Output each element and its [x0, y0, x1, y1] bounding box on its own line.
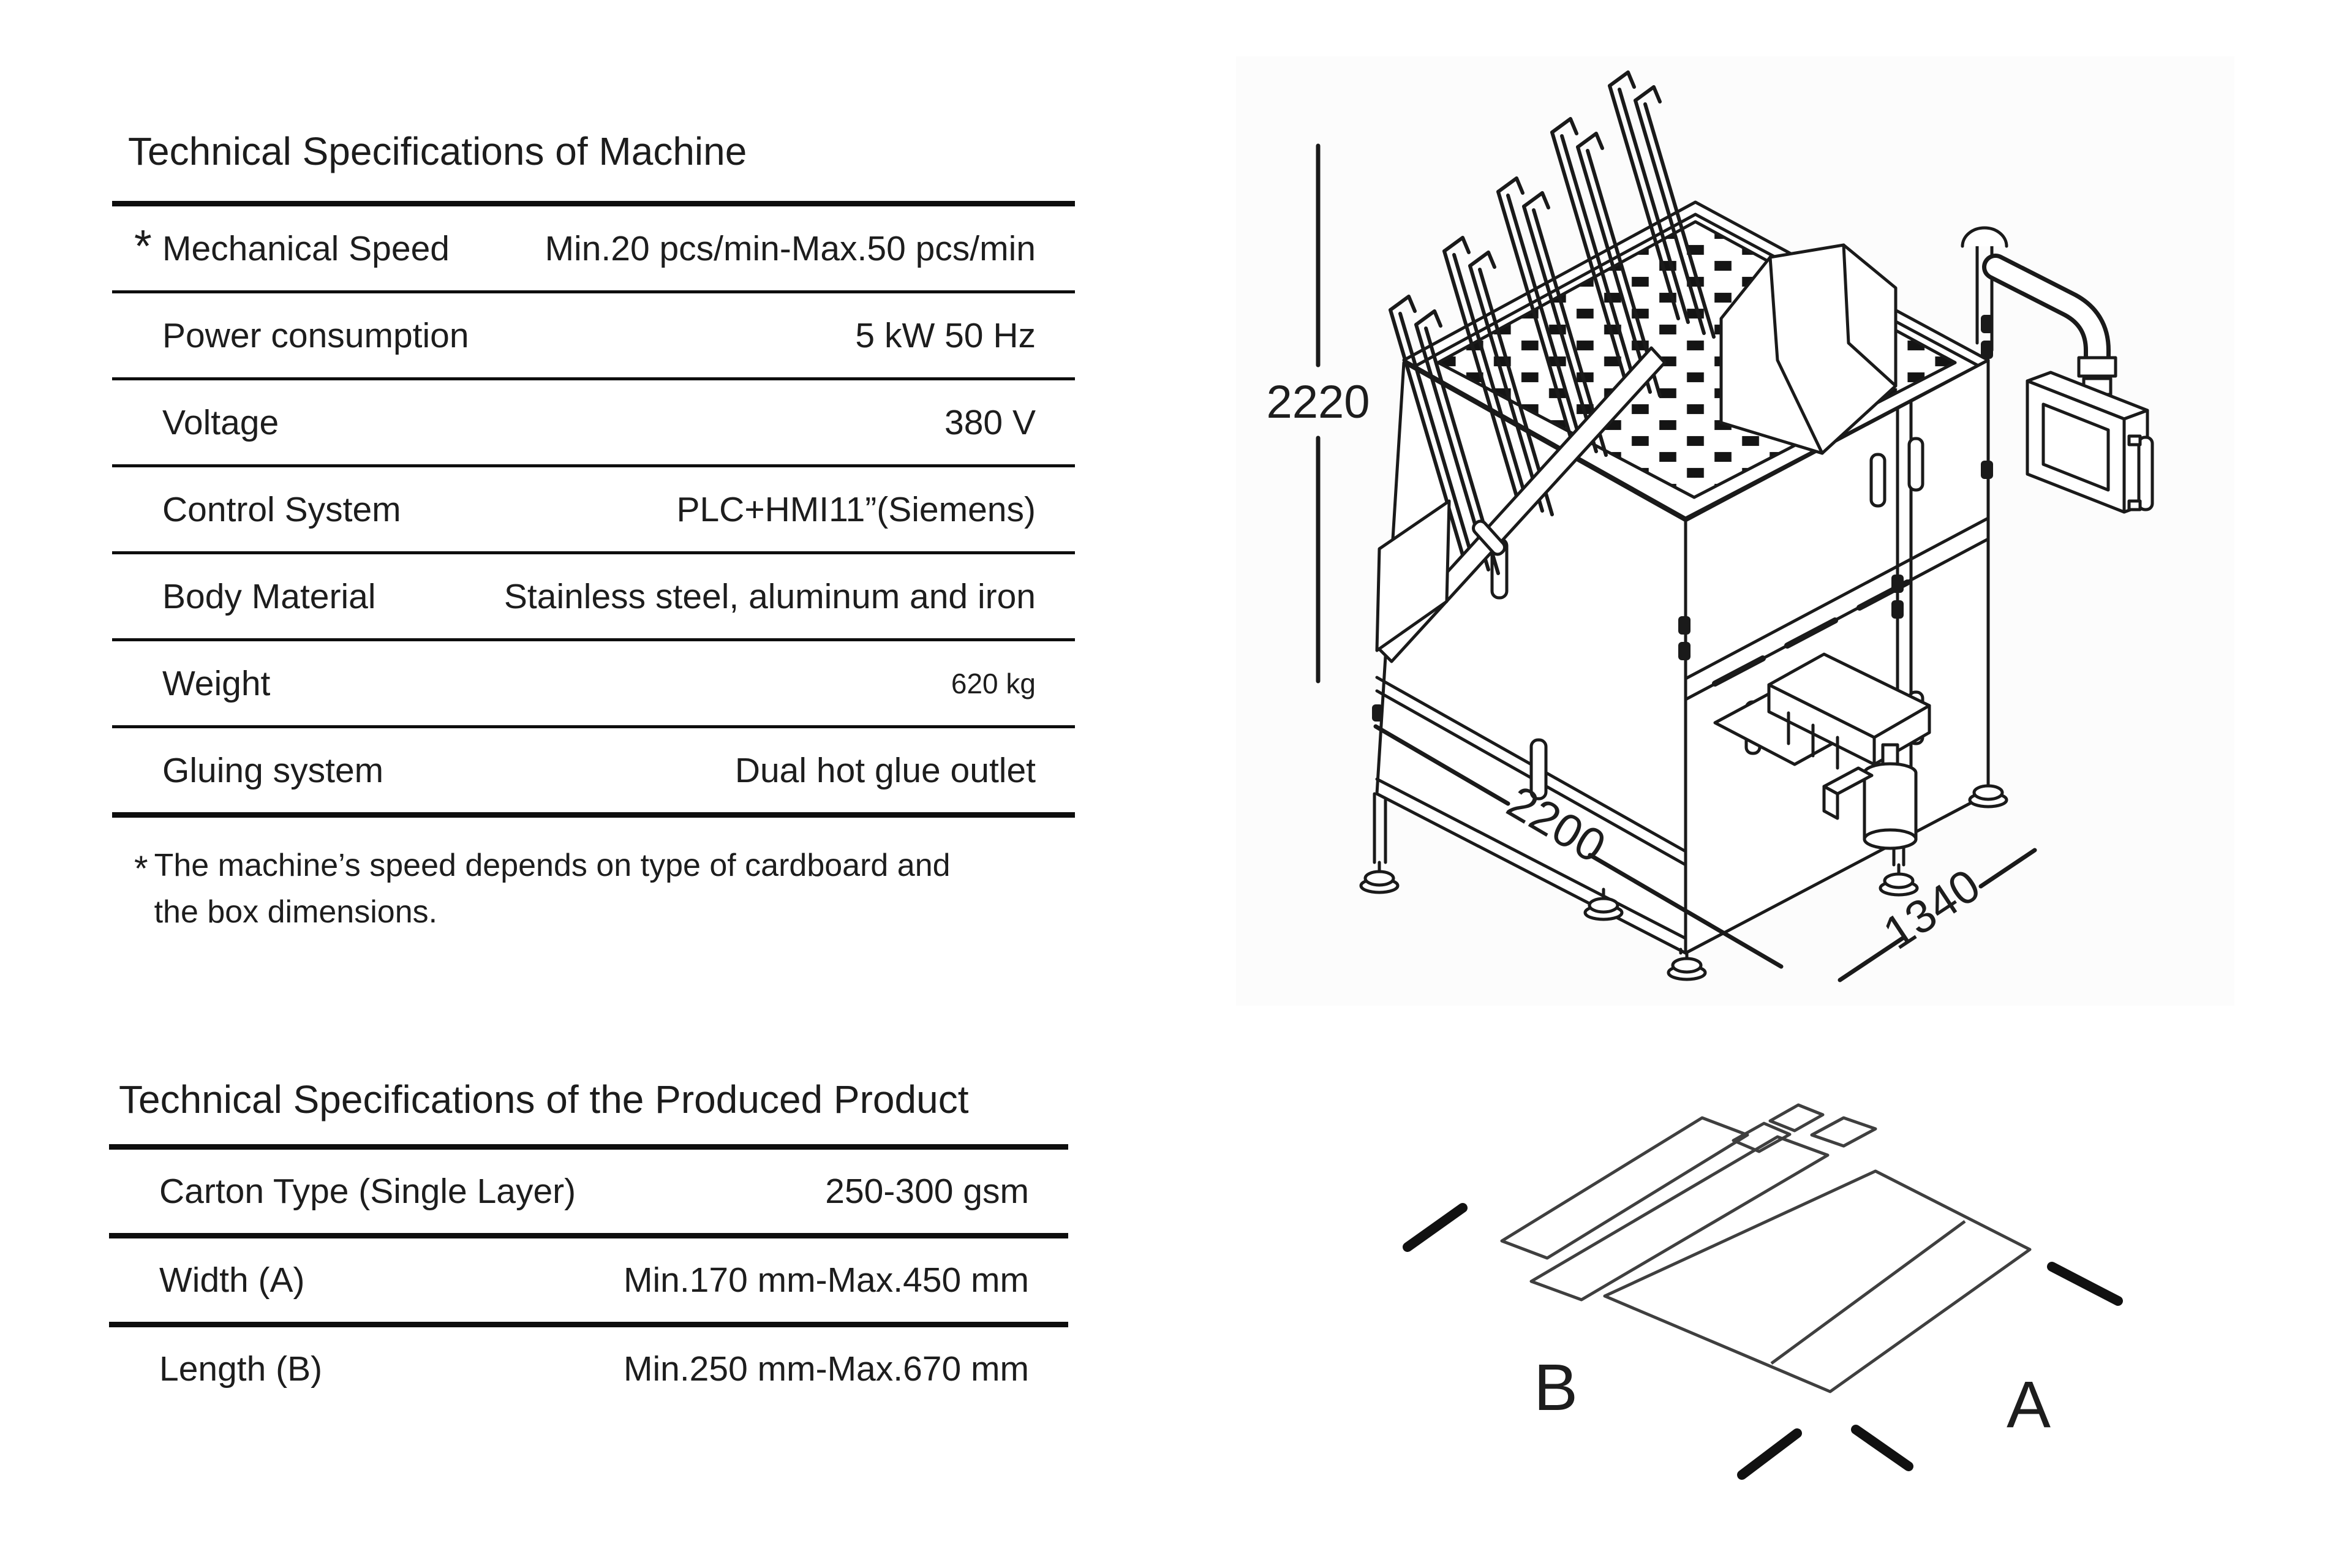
blank-flap-strip: [1500, 1116, 1749, 1260]
spec-row-control-system: Control System PLC+HMI11”(Siemens): [112, 467, 1075, 551]
table-rule: [112, 377, 1075, 380]
footnote-text: The machine’s speed depends on type of c…: [154, 848, 951, 930]
speed-footnote: * The machine’s speed depends on type of…: [134, 842, 1075, 935]
spec-label: Length (B): [159, 1349, 323, 1389]
blank-main-panel: [1603, 1169, 2032, 1393]
spec-label: Body Material: [162, 576, 376, 616]
spec-label: Carton Type (Single Layer): [159, 1172, 576, 1211]
table-rule: [109, 1322, 1068, 1327]
footnote-marker-icon: *: [134, 220, 152, 271]
blank-width-label: A: [2007, 1367, 2051, 1441]
spec-value: PLC+HMI11”(Siemens): [676, 489, 1036, 529]
spec-row-mechanical-speed: * Mechanical Speed Min.20 pcs/min-Max.50…: [112, 206, 1075, 290]
hmi-screen-panel: [2026, 371, 2154, 514]
carton-blank-drawing: B A: [1403, 1103, 2123, 1480]
table-rule: [112, 290, 1075, 293]
hopper-rail: [1376, 346, 1667, 663]
spec-value: 5 kW 50 Hz: [855, 315, 1036, 355]
spec-value: Min.250 mm-Max.670 mm: [624, 1349, 1029, 1389]
machine-spec-title: Technical Specifications of Machine: [128, 129, 747, 173]
blank-flap-strip: [1529, 1135, 1830, 1302]
blank-tab: [1810, 1116, 1877, 1148]
spec-row-power: Power consumption 5 kW 50 Hz: [112, 293, 1075, 377]
spec-row-gluing-system: Gluing system Dual hot glue outlet: [112, 728, 1075, 812]
center-cover: [1719, 243, 1898, 455]
product-spec-table: Technical Specifications of the Produced…: [109, 1073, 1068, 1411]
machine-isometric-drawing: 2220 2200 1340: [1266, 70, 2154, 982]
spec-row-body-material: Body Material Stainless steel, aluminum …: [112, 554, 1075, 638]
spec-value: Dual hot glue outlet: [734, 750, 1036, 790]
blank-length-label: B: [1534, 1350, 1578, 1424]
table-rule: [112, 638, 1075, 641]
spec-value: 620 kg: [951, 667, 1036, 699]
dimension-lines: [1316, 143, 2037, 982]
blank-tab: [1768, 1103, 1825, 1133]
footnote-marker-icon: *: [134, 849, 148, 889]
spec-row-voltage: Voltage 380 V: [112, 380, 1075, 464]
machine-spec-table: Technical Specifications of Machine * Me…: [112, 120, 1075, 935]
spec-value: Min.170 mm-Max.450 mm: [624, 1261, 1029, 1300]
table-rule-top: [109, 1144, 1068, 1150]
table-rule: [112, 464, 1075, 467]
dimension-height-label: 2220: [1266, 376, 1370, 428]
spec-value: 250-300 gsm: [825, 1172, 1029, 1211]
table-rule-bottom: [112, 812, 1075, 818]
motor: [1822, 743, 1918, 850]
spec-label: * Mechanical Speed: [134, 220, 450, 271]
table-rule: [109, 1233, 1068, 1238]
blank-fold-line: [1770, 1219, 1966, 1365]
spec-value: Min.20 pcs/min-Max.50 pcs/min: [545, 228, 1036, 268]
spec-label: Power consumption: [162, 315, 469, 355]
spec-row-width: Width (A) Min.170 mm-Max.450 mm: [109, 1238, 1068, 1322]
table-rule: [112, 551, 1075, 554]
spec-label: Weight: [162, 663, 271, 703]
spec-label: Gluing system: [162, 750, 384, 790]
blank-dimension-ticks: [1403, 1203, 2123, 1480]
spec-label: Width (A): [159, 1261, 305, 1300]
spec-row-weight: Weight 620 kg: [112, 641, 1075, 725]
spec-value: Stainless steel, aluminum and iron: [503, 576, 1036, 616]
hopper-side-wall: [1375, 499, 1451, 652]
spec-label: Control System: [162, 489, 401, 529]
table-rule-top: [112, 201, 1075, 206]
spec-label: Voltage: [162, 402, 279, 442]
table-rule: [112, 725, 1075, 728]
spec-value: 380 V: [944, 402, 1036, 442]
spec-row-length: Length (B) Min.250 mm-Max.670 mm: [109, 1327, 1068, 1411]
blank-tab: [1732, 1121, 1792, 1153]
product-spec-title: Technical Specifications of the Produced…: [119, 1077, 969, 1121]
spec-row-carton-type: Carton Type (Single Layer) 250-300 gsm: [109, 1150, 1068, 1233]
